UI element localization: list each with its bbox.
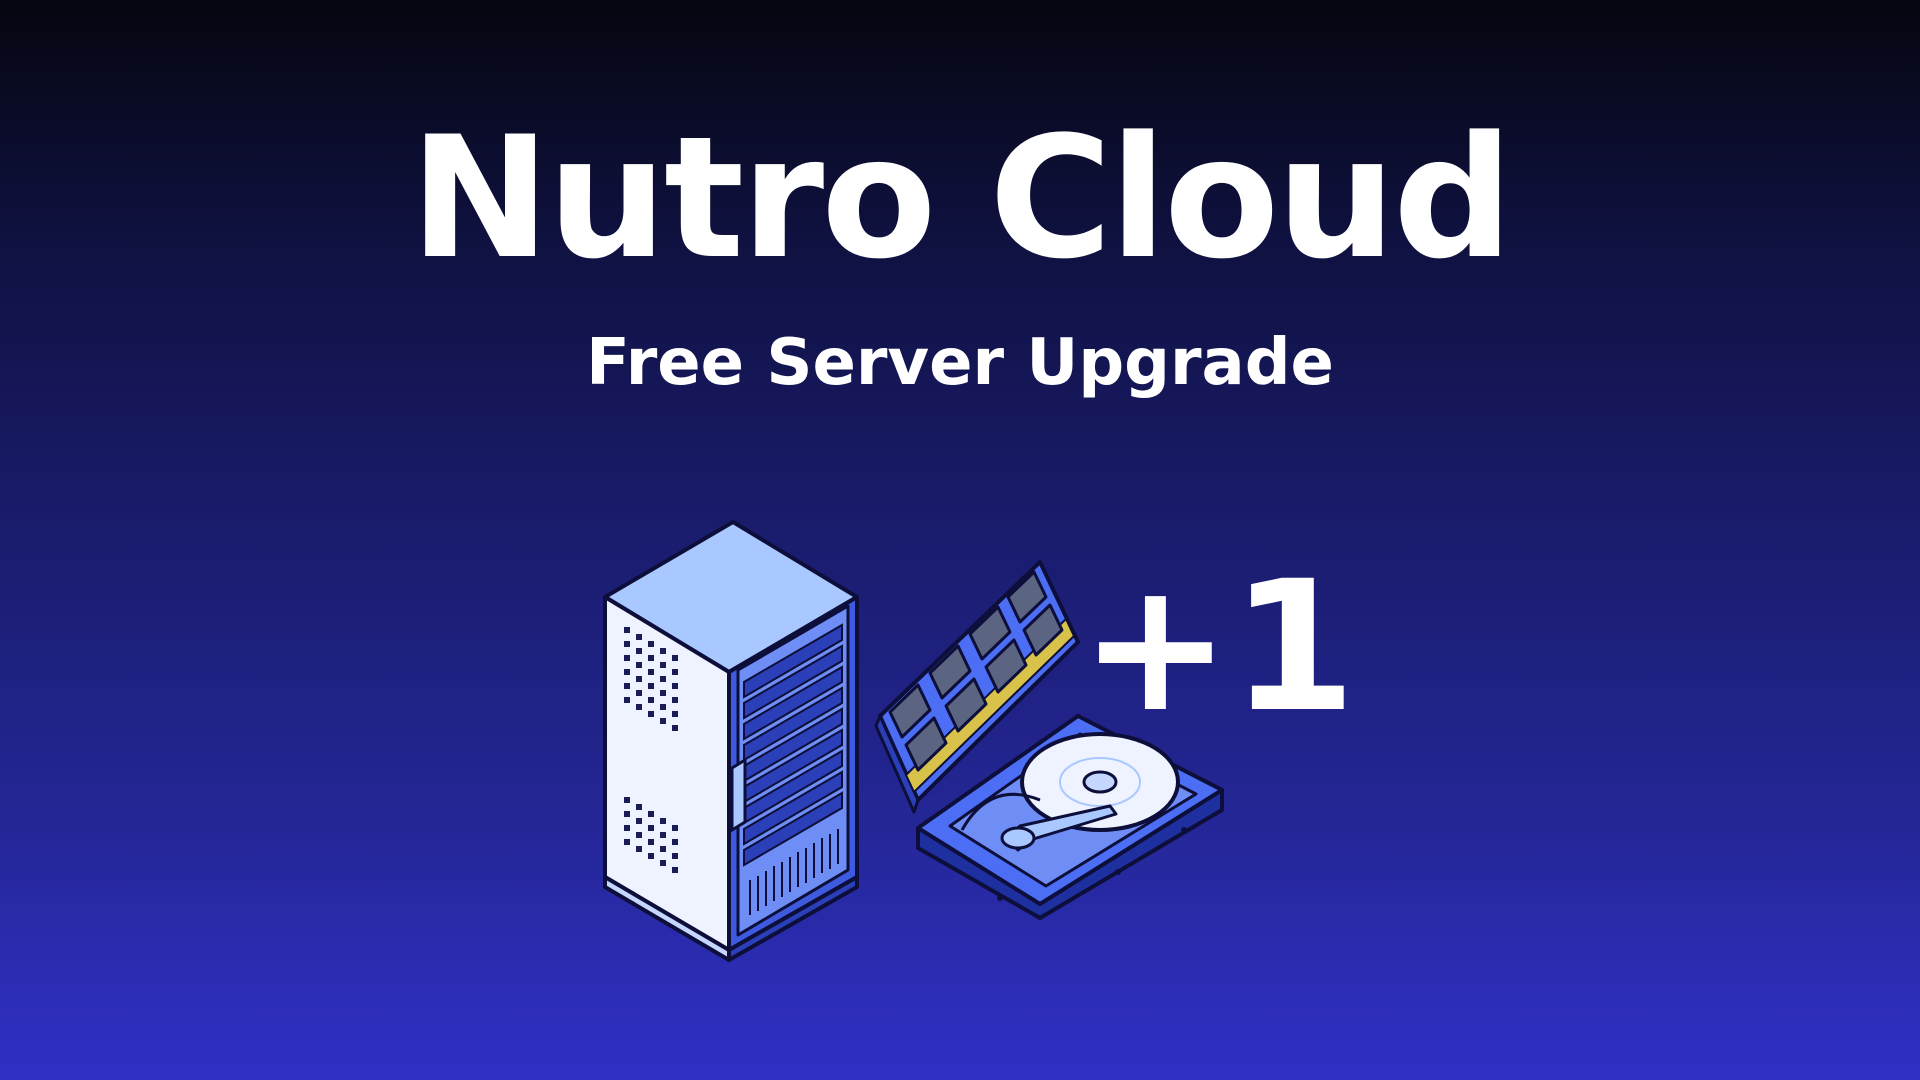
server-rack-icon — [603, 520, 859, 962]
rack-server-units — [743, 623, 843, 867]
ram-module-icon — [874, 560, 1080, 814]
page-subtitle: Free Server Upgrade — [586, 326, 1334, 400]
rack-bottom-grille — [749, 829, 839, 915]
page-title: Nutro Cloud — [409, 100, 1513, 296]
hard-drive-icon — [916, 714, 1224, 920]
rack-door-handle — [730, 757, 747, 833]
rack-vent-upper — [624, 627, 678, 731]
rack-vent-lower — [624, 797, 678, 873]
upgrade-badge: +1 — [1080, 543, 1357, 752]
